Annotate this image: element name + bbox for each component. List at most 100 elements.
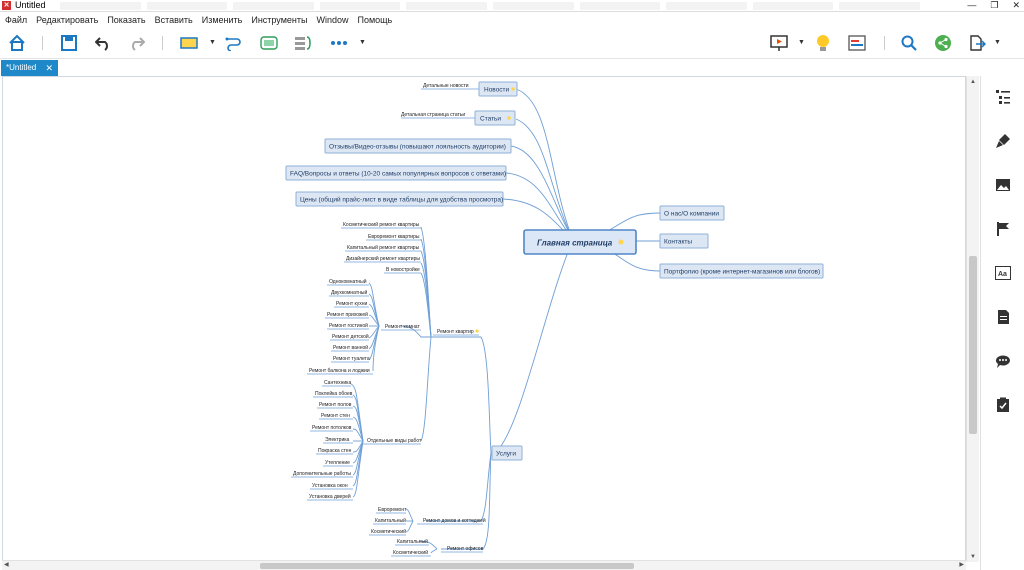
list-item[interactable]: Евроремонт <box>378 507 407 513</box>
topic-services[interactable]: Услуги <box>491 445 523 461</box>
scroll-down-icon[interactable]: ▼ <box>970 554 976 560</box>
list-item[interactable]: Ремонт туалета <box>333 356 370 362</box>
chevron-down-icon[interactable]: ▼ <box>359 39 366 46</box>
topic-otdelnye-raboty[interactable]: Отдельные виды работ <box>363 438 422 445</box>
list-item[interactable]: Капитальный <box>397 538 428 545</box>
list-item[interactable]: Ремонт балкона и лоджии <box>309 368 370 374</box>
svg-text:Отзывы/Видео-отзывы (повышают: Отзывы/Видео-отзывы (повышают лояльность… <box>329 144 506 151</box>
list-item[interactable]: Косметический ремонт квартиры <box>343 221 420 228</box>
menu-window[interactable]: Window <box>316 14 349 25</box>
list-item[interactable]: Поклейка обоев <box>315 390 353 397</box>
close-icon[interactable]: ✕ <box>1012 0 1020 10</box>
redo-icon[interactable] <box>128 34 146 52</box>
topic-prices[interactable]: Цены (общий прайс-лист в виде таблицы дл… <box>295 191 504 207</box>
chevron-down-icon[interactable]: ▼ <box>209 39 216 46</box>
home-icon[interactable] <box>8 34 26 52</box>
topic-about[interactable]: О нас/О компании <box>659 205 725 221</box>
notes-icon[interactable] <box>994 308 1012 326</box>
minimize-icon[interactable]: — <box>967 0 977 10</box>
summary-icon[interactable] <box>294 34 312 52</box>
list-item[interactable]: Дополнительные работы <box>293 471 351 477</box>
topic-contacts[interactable]: Контакты <box>659 233 709 249</box>
topic-news[interactable]: Новости <box>478 81 518 97</box>
list-item[interactable]: Ремонт гостиной <box>329 322 368 329</box>
topic-remont-kvartir[interactable]: Ремонт квартир <box>433 329 479 336</box>
list-item[interactable]: Капитальный <box>375 517 406 524</box>
outline-icon[interactable] <box>994 88 1012 106</box>
svg-text:Отдельные виды работ: Отдельные виды работ <box>367 438 422 444</box>
list-item[interactable]: Ремонт детской <box>332 333 369 340</box>
presentation-icon[interactable] <box>770 34 788 52</box>
scroll-up-icon[interactable]: ▲ <box>970 79 976 85</box>
relationship-icon[interactable] <box>225 34 243 52</box>
list-item[interactable]: Сантехника <box>324 380 351 386</box>
list-item[interactable]: Евроремонт квартиры <box>368 234 420 240</box>
topic-icon[interactable] <box>180 34 198 52</box>
mindmap-canvas[interactable]: Главная страница О нас/О компании Контак… <box>2 76 966 562</box>
list-item[interactable]: Ремонт полов <box>319 402 352 408</box>
menu-view[interactable]: Показать <box>107 14 146 25</box>
taskbar-strip <box>60 2 920 10</box>
text-style-icon[interactable]: Aa <box>994 264 1012 282</box>
list-item[interactable]: Косметический <box>371 528 406 535</box>
list-item[interactable]: Ремонт потолков <box>312 425 352 431</box>
menu-help[interactable]: Помощь <box>357 14 393 25</box>
tab-untitled[interactable]: *Untitled ✕ <box>1 60 58 76</box>
horizontal-scrollbar[interactable]: ◀ ▶ <box>2 560 966 570</box>
topic-faq[interactable]: FAQ/Вопросы и ответы (10-20 самых популя… <box>285 165 507 181</box>
topic-remont-komnat[interactable]: Ремонт комнат <box>381 324 421 331</box>
menu-insert[interactable]: Вставить <box>154 14 193 25</box>
menu-file[interactable]: Файл <box>5 14 28 25</box>
list-item[interactable]: Однокомнатный <box>329 278 367 285</box>
list-item[interactable]: В новостройке <box>386 266 420 273</box>
list-item[interactable]: Дизайнерский ремонт квартиры <box>346 255 420 262</box>
topic-articles[interactable]: Статьи <box>474 110 516 126</box>
undo-icon[interactable] <box>94 34 112 52</box>
list-item[interactable]: Капитальный ремонт квартиры <box>347 244 420 251</box>
chevron-down-icon[interactable]: ▼ <box>798 39 805 46</box>
list-item[interactable]: Ремонт прихожей <box>327 311 368 318</box>
vertical-scrollbar[interactable]: ▲ ▼ <box>966 76 979 562</box>
format-brush-icon[interactable] <box>994 132 1012 150</box>
close-icon[interactable]: ✕ <box>45 63 53 73</box>
list-item[interactable]: Установка окон <box>312 483 348 489</box>
chevron-down-icon[interactable]: ▼ <box>994 39 1001 46</box>
scroll-right-icon[interactable]: ▶ <box>959 562 964 568</box>
menu-tools[interactable]: Инструменты <box>251 14 308 25</box>
boundary-icon[interactable] <box>260 34 278 52</box>
central-topic[interactable]: Главная страница <box>523 229 637 255</box>
maximize-icon[interactable]: ❐ <box>990 0 999 10</box>
scroll-thumb[interactable] <box>260 563 634 569</box>
scroll-left-icon[interactable]: ◀ <box>4 562 9 568</box>
share-icon[interactable] <box>934 34 952 52</box>
marker-flag-icon[interactable] <box>994 220 1012 238</box>
topic-detail-news[interactable]: Детальные новости <box>423 83 469 89</box>
scroll-thumb[interactable] <box>969 256 977 434</box>
topic-reviews[interactable]: Отзывы/Видео-отзывы (повышают лояльность… <box>324 138 512 154</box>
brainstorm-bulb-icon[interactable] <box>814 34 832 52</box>
save-icon[interactable] <box>60 34 78 52</box>
list-item[interactable]: Ремонт стен <box>321 413 350 419</box>
export-icon[interactable] <box>968 34 986 52</box>
topic-portfolio[interactable]: Портфолио (кроме интернет-магазинов или … <box>659 263 824 279</box>
menu-edit[interactable]: Редактировать <box>36 14 99 25</box>
list-item[interactable]: Утепление <box>325 460 350 466</box>
list-item[interactable]: Электрика <box>325 437 350 443</box>
search-icon[interactable] <box>900 34 918 52</box>
task-clipboard-icon[interactable] <box>994 396 1012 414</box>
list-item[interactable]: Установка дверей <box>309 493 351 500</box>
topic-remont-domov[interactable]: Ремонт домов и коттеджей <box>417 517 486 525</box>
image-icon[interactable] <box>994 176 1012 194</box>
list-item[interactable]: Покраска стен <box>318 448 352 454</box>
menu-modify[interactable]: Изменить <box>201 14 243 25</box>
list-item[interactable]: Ремонт кухни <box>336 301 368 307</box>
topic-detail-article[interactable]: Детальная страница статьи <box>401 112 465 118</box>
list-item[interactable]: Двухкомнатный <box>331 289 367 296</box>
list-item[interactable]: Косметический <box>393 549 428 556</box>
list-item[interactable]: Ремонт ванной <box>333 344 368 351</box>
window-title: Untitled <box>15 0 46 10</box>
comment-icon[interactable] <box>994 352 1012 370</box>
more-icon[interactable] <box>330 34 348 52</box>
topic-remont-ofisov[interactable]: Ремонт офисов <box>441 546 484 553</box>
gantt-icon[interactable] <box>848 34 866 52</box>
